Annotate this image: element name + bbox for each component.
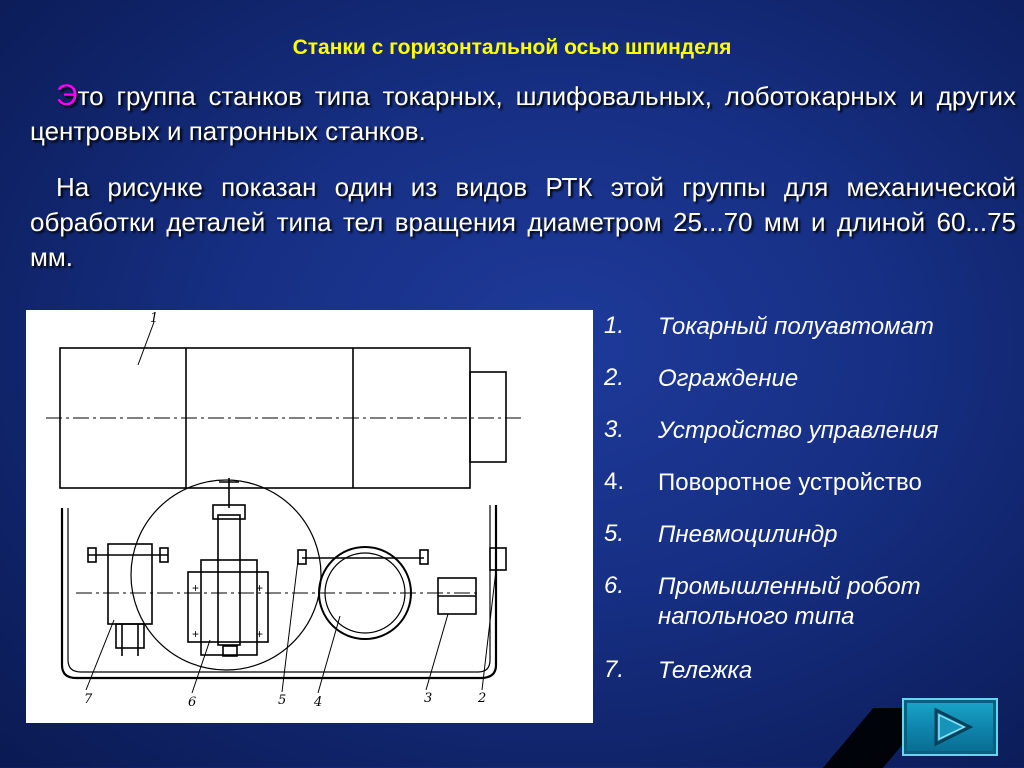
fence	[60, 505, 498, 680]
legend-number: 3.	[604, 416, 625, 443]
legend-text: Устройство управления	[658, 417, 939, 444]
figure-label-5: 5	[278, 693, 286, 708]
svg-text:+: +	[256, 581, 263, 595]
legend-item: 7. Тележка	[604, 656, 1014, 708]
svg-text:+: +	[192, 581, 199, 595]
pneumocylinder	[297, 549, 307, 565]
lathe-spindle	[469, 371, 507, 463]
svg-text:+: +	[256, 627, 263, 641]
figure-label-7: 7	[84, 692, 93, 707]
legend-number: 7.	[604, 656, 625, 683]
svg-text:+: +	[192, 627, 199, 641]
legend-number: 5.	[604, 520, 625, 547]
description-paragraph: На рисунке показан один из видов РТК это…	[30, 172, 1016, 272]
rtk-drawing: + + + + 1 7 6 5	[46, 311, 521, 710]
play-next-icon	[934, 707, 974, 747]
next-slide-button[interactable]	[902, 698, 998, 756]
legend-item: 4. Поворотное устройство	[604, 468, 1014, 520]
figure-label-6: 6	[188, 695, 196, 710]
legend-item: 1. Токарный полуавтомат	[604, 312, 1014, 364]
legend-item: 5. Пневмоцилиндр	[604, 520, 1014, 572]
intro-paragraph-text: то группа станков типа токарных, шлифова…	[30, 81, 1016, 146]
legend-text: Поворотное устройство	[658, 469, 922, 496]
drop-cap: Э	[56, 79, 78, 112]
figure-label-2: 2	[477, 691, 486, 706]
legend-text: Токарный полуавтомат	[658, 313, 934, 340]
legend-text: Пневмоцилиндр	[658, 521, 838, 548]
robot-swing-arc	[130, 479, 322, 671]
legend-number: 1.	[604, 312, 625, 339]
legend-text: Промышленный робот напольного типа	[658, 573, 921, 630]
legend-number: 4.	[604, 468, 625, 495]
figure-label-3: 3	[424, 691, 432, 706]
trolley	[107, 543, 153, 625]
rotary-device	[318, 546, 412, 640]
legend-number: 2.	[604, 364, 625, 391]
legend-number: 6.	[604, 572, 625, 599]
slide-title: Станки с горизонтальной осью шпинделя	[292, 36, 732, 59]
fence-post	[489, 547, 507, 571]
intro-paragraph: Это группа станков типа токарных, шлифов…	[30, 78, 1016, 149]
industrial-robot	[187, 571, 269, 643]
rtk-diagram: + + + + 1 7 6 5	[26, 310, 593, 723]
legend-item: 2. Ограждение	[604, 364, 1014, 416]
figure-label-4: 4	[313, 695, 322, 710]
legend-item: 3. Устройство управления	[604, 416, 1014, 468]
legend-text: Ограждение	[658, 365, 799, 392]
legend-text: Тележка	[658, 657, 753, 684]
figure-label-1: 1	[150, 311, 158, 326]
legend-item: 6. Промышленный робот напольного типа	[604, 572, 1014, 656]
next-slide-control	[822, 698, 998, 768]
legend-list: 1. Токарный полуавтомат 2. Ограждение 3.…	[604, 312, 1014, 708]
